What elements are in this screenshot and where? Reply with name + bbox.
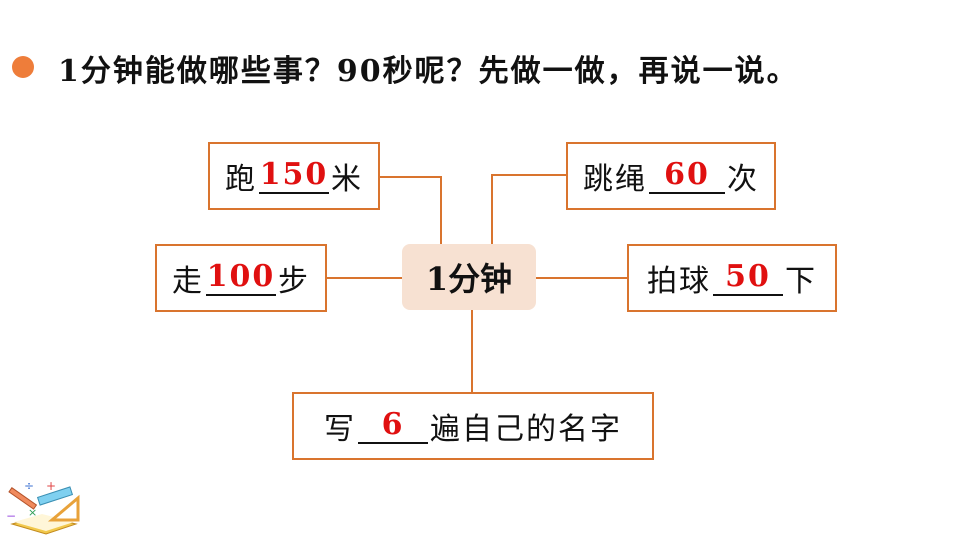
math-supplies-icon: + × ÷ − bbox=[6, 479, 80, 535]
run-suffix: 米 bbox=[331, 162, 363, 197]
activity-write-name-box: 写 6 遍自己的名字 bbox=[292, 392, 654, 460]
write-name-suffix: 遍自己的名字 bbox=[430, 412, 622, 447]
activity-jump-rope-box: 跳绳 60 次 bbox=[566, 142, 776, 210]
bounce-ball-answer: 50 bbox=[713, 259, 783, 297]
walk-suffix: 步 bbox=[278, 264, 310, 299]
write-name-prefix: 写 bbox=[324, 412, 356, 447]
activity-walk-box: 走 100 步 bbox=[155, 244, 327, 312]
jump-rope-prefix: 跳绳 bbox=[583, 162, 647, 197]
center-node: 1分钟 bbox=[402, 244, 536, 310]
connector-jump-rope bbox=[491, 174, 567, 244]
question-text: 1分钟能做哪些事？90秒呢？先做一做，再说一说。 bbox=[58, 54, 799, 89]
walk-prefix: 走 bbox=[172, 264, 204, 299]
run-answer: 150 bbox=[259, 157, 329, 195]
jump-rope-answer: 60 bbox=[649, 157, 725, 195]
walk-answer: 100 bbox=[206, 259, 276, 297]
bullet-dot-icon bbox=[12, 56, 34, 78]
svg-text:+: + bbox=[46, 479, 56, 493]
svg-text:−: − bbox=[6, 509, 16, 523]
jump-rope-suffix: 次 bbox=[727, 162, 759, 197]
svg-text:÷: ÷ bbox=[24, 479, 34, 493]
write-name-answer: 6 bbox=[358, 407, 428, 445]
connector-run bbox=[379, 176, 442, 244]
activity-bounce-ball-box: 拍球 50 下 bbox=[627, 244, 837, 312]
svg-text:×: × bbox=[28, 506, 37, 519]
run-prefix: 跑 bbox=[225, 162, 257, 197]
activity-run-box: 跑 150 米 bbox=[208, 142, 380, 210]
bounce-ball-prefix: 拍球 bbox=[647, 264, 711, 299]
bounce-ball-suffix: 下 bbox=[785, 264, 817, 299]
